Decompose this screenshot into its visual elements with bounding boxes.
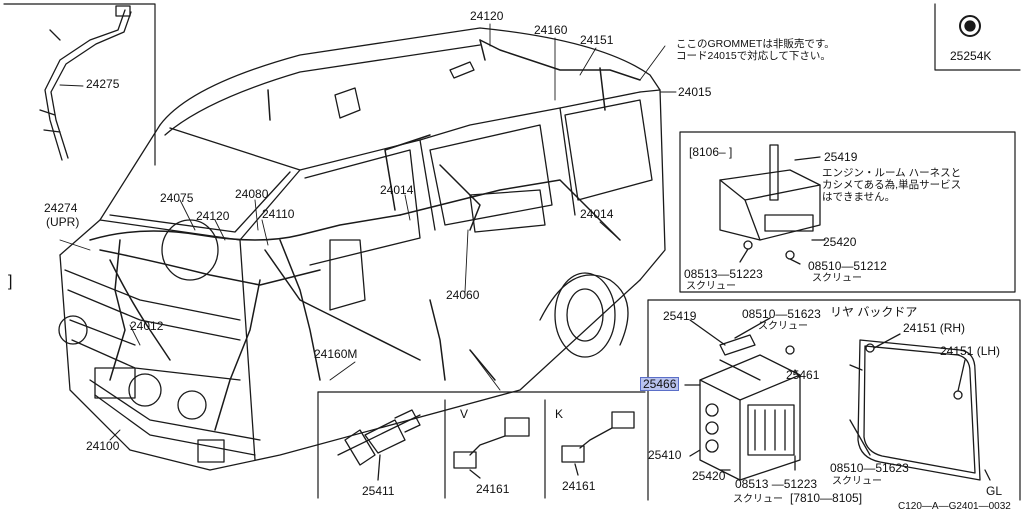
label-24151-rh: 24151 (RH) xyxy=(903,321,966,335)
label-25466-highlighted: 25466 xyxy=(639,377,680,391)
label-gl: GL xyxy=(986,484,1003,498)
label-24151: 24151 xyxy=(580,33,614,47)
rear-door-harness xyxy=(849,333,991,481)
label-24161-b: 24161 xyxy=(562,479,596,493)
label-screw-e: スクリュー xyxy=(832,476,882,487)
label-24160m: 24160M xyxy=(314,347,358,361)
label-08510-c: 08510—51623 xyxy=(830,461,909,475)
label-24275: 24275 xyxy=(86,77,120,91)
connector-k-24161 xyxy=(561,411,635,476)
label-25410: 25410 xyxy=(648,448,682,462)
wiring-harness xyxy=(59,23,677,441)
label-24110: 24110 xyxy=(262,207,295,221)
label-screw-b: スクリュー xyxy=(812,273,862,284)
label-25461: 25461 xyxy=(786,368,820,382)
engine-room-note: エンジン・ルーム ハーネスと カシメてある為,単品サービス はできません。 xyxy=(822,167,962,204)
label-24012: 24012 xyxy=(130,319,164,333)
diagram-code: C120—A—G2401—0032 xyxy=(898,501,1011,512)
fuse-25411 xyxy=(337,409,421,481)
label-24014-b: 24014 xyxy=(580,207,614,221)
van-body xyxy=(58,27,666,471)
label-24161-a: 24161 xyxy=(476,482,510,496)
label-08513-b: 08513 —51223 xyxy=(735,477,818,491)
label-24080: 24080 xyxy=(235,187,269,201)
label-24015: 24015 xyxy=(678,85,712,99)
label-24160: 24160 xyxy=(534,23,568,37)
control-unit-rear xyxy=(684,317,801,481)
label-25254k: 25254K xyxy=(950,49,992,63)
label-25420-a: 25420 xyxy=(823,235,857,249)
label-08510-b: 08510—51623 xyxy=(742,307,821,321)
label-24274: 24274 xyxy=(44,201,78,215)
label-24075: 24075 xyxy=(160,191,194,205)
label-k: K xyxy=(555,407,564,421)
label-24120: 24120 xyxy=(196,209,230,223)
label-25420-b: 25420 xyxy=(692,469,726,483)
label-v: V xyxy=(460,407,469,421)
harness-24275 xyxy=(39,5,132,161)
label-24120-top: 24120 xyxy=(470,9,504,23)
label-8106: [8106– ] xyxy=(689,145,733,159)
connector-v-24161 xyxy=(453,417,530,479)
label-screw-c: スクリュー xyxy=(758,321,808,332)
label-25419-b: 25419 xyxy=(663,309,697,323)
label-24100: 24100 xyxy=(86,439,120,453)
label-24151-lh: 24151 (LH) xyxy=(940,344,1001,358)
control-unit-8106 xyxy=(719,144,826,265)
label-screw-d: スクリュー xyxy=(733,494,783,505)
label-08510-a: 08510—51212 xyxy=(808,259,887,273)
label-rear-back-door: リヤ バックドア xyxy=(830,305,918,319)
inset-frames xyxy=(3,3,1021,501)
label-24060: 24060 xyxy=(446,288,480,302)
grommet-note: ここのGROMMETは非販売です。 コード24015で対応して下さい。 xyxy=(676,38,835,63)
label-upr: (UPR) xyxy=(46,215,80,229)
bracket-mark: ] xyxy=(8,273,13,290)
label-25411: 25411 xyxy=(362,484,395,498)
label-08513-a: 08513—51223 xyxy=(684,267,763,281)
label-7810-8105: [7810—8105] xyxy=(790,491,863,505)
label-24014-a: 24014 xyxy=(380,183,414,197)
label-screw-a: スクリュー xyxy=(686,281,736,292)
label-25419-a: 25419 xyxy=(824,150,858,164)
grommet-25254k xyxy=(959,15,981,37)
